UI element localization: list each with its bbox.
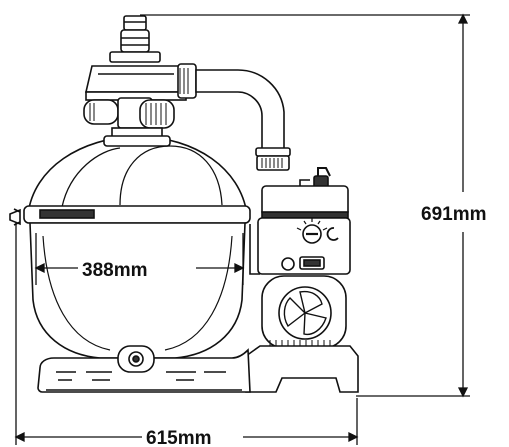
clamp-knob [9, 208, 21, 226]
tank-width-dimension [34, 233, 245, 285]
pump-unit [249, 167, 351, 350]
tank-bowl [29, 222, 246, 359]
valve-handle-grip [123, 15, 147, 31]
valve-port-right [139, 99, 175, 129]
tank-dome [27, 135, 248, 215]
height-label: 691mm [421, 204, 487, 225]
height-dimension [140, 13, 470, 398]
valve-top-body [84, 65, 188, 93]
pump-switch [281, 257, 295, 271]
multiport-valve [83, 15, 188, 147]
total-width-label: 615mm [146, 428, 212, 447]
pump-base [245, 345, 359, 393]
tank-width-label: 388mm [82, 260, 148, 281]
valve-outlet-pipe [177, 63, 291, 171]
clamp-band-dark [39, 209, 95, 219]
filter-tank [9, 135, 251, 359]
dome-highlight [61, 147, 121, 208]
impeller-blades [283, 290, 327, 336]
total-width-dimension [14, 222, 359, 445]
valve-port-left [83, 99, 119, 125]
base-plate [37, 345, 359, 393]
